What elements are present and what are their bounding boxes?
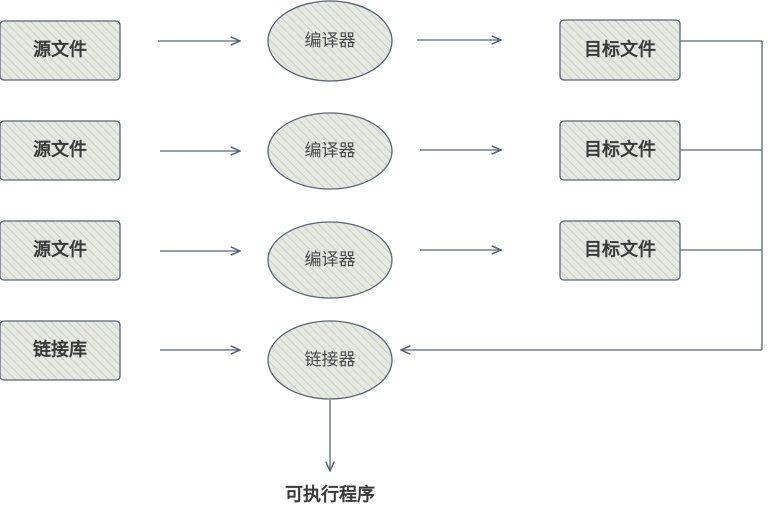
compiler-3-label: 编译器 bbox=[305, 250, 356, 270]
object-file-1-label: 目标文件 bbox=[584, 39, 656, 61]
executable-output-label: 可执行程序 bbox=[285, 484, 375, 506]
object-file-3-label: 目标文件 bbox=[584, 239, 656, 261]
link-library: 链接库 bbox=[0, 320, 121, 381]
compiler-3: 编译器 bbox=[267, 221, 393, 299]
source-file-2: 源文件 bbox=[0, 120, 121, 181]
compiler-2-label: 编译器 bbox=[305, 141, 356, 161]
source-file-3: 源文件 bbox=[0, 220, 121, 281]
source-file-1: 源文件 bbox=[0, 20, 121, 81]
source-file-3-label: 源文件 bbox=[33, 239, 87, 261]
object-file-3: 目标文件 bbox=[559, 220, 681, 281]
object-file-1: 目标文件 bbox=[559, 19, 681, 81]
source-file-2-label: 源文件 bbox=[33, 139, 87, 161]
compiler-2: 编译器 bbox=[267, 112, 393, 190]
object-file-2: 目标文件 bbox=[559, 120, 681, 181]
linker-label: 链接器 bbox=[305, 350, 356, 370]
linker: 链接器 bbox=[267, 320, 393, 400]
compiler-1-label: 编译器 bbox=[305, 31, 356, 51]
object-file-2-label: 目标文件 bbox=[584, 139, 656, 161]
source-file-1-label: 源文件 bbox=[33, 39, 87, 61]
link-library-label: 链接库 bbox=[33, 339, 87, 361]
compiler-1: 编译器 bbox=[267, 0, 393, 82]
